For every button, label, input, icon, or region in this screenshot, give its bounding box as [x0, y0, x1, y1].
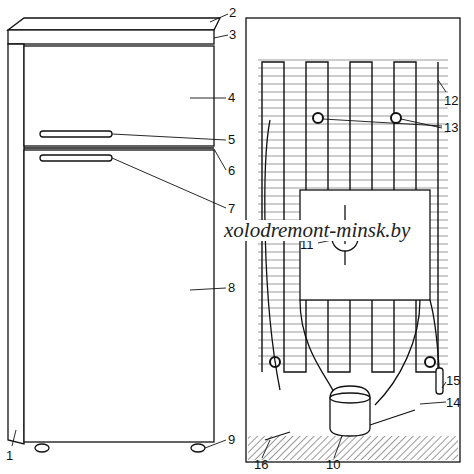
callout-number: 8: [228, 281, 235, 294]
fridge-door: [24, 150, 214, 442]
callout-number: 2: [229, 6, 236, 19]
freezer-handle: [40, 131, 112, 137]
leg: [35, 444, 49, 452]
watermark: xolodremont-minsk.by: [222, 220, 412, 241]
leader-lines: [12, 14, 446, 458]
condenser-coil: [258, 60, 448, 372]
callout-number: 10: [326, 458, 340, 471]
callout-number: 12: [444, 94, 458, 107]
callout-number: 7: [228, 202, 235, 215]
fixing-point: [425, 357, 435, 367]
compressor: [330, 386, 370, 436]
side-panel: [8, 44, 24, 444]
top-lid: [8, 18, 220, 30]
callout-number: 3: [229, 28, 236, 41]
door-gap: [24, 147, 214, 148]
lid-front: [8, 30, 214, 44]
callout-number: 5: [228, 133, 235, 146]
fridge-handle: [40, 155, 112, 161]
callout-number: 16: [254, 458, 268, 471]
filter-drier: [436, 368, 443, 394]
callout-number: 15: [446, 374, 460, 387]
compressor-top: [330, 393, 370, 403]
callout-number: 9: [228, 433, 235, 446]
callout-number: 14: [446, 396, 460, 409]
fixing-point: [313, 113, 323, 123]
freezer-door: [24, 46, 214, 146]
mount: [265, 410, 415, 440]
evaporator-plate: [300, 190, 430, 300]
callout-number: 6: [228, 164, 235, 177]
callout-number: 13: [444, 121, 458, 134]
callout-number: 4: [228, 91, 235, 104]
callout-number: 1: [6, 449, 13, 462]
base-hatch: [248, 436, 458, 460]
fixing-point: [391, 113, 401, 123]
leg: [191, 444, 205, 452]
tubes: [265, 120, 440, 405]
